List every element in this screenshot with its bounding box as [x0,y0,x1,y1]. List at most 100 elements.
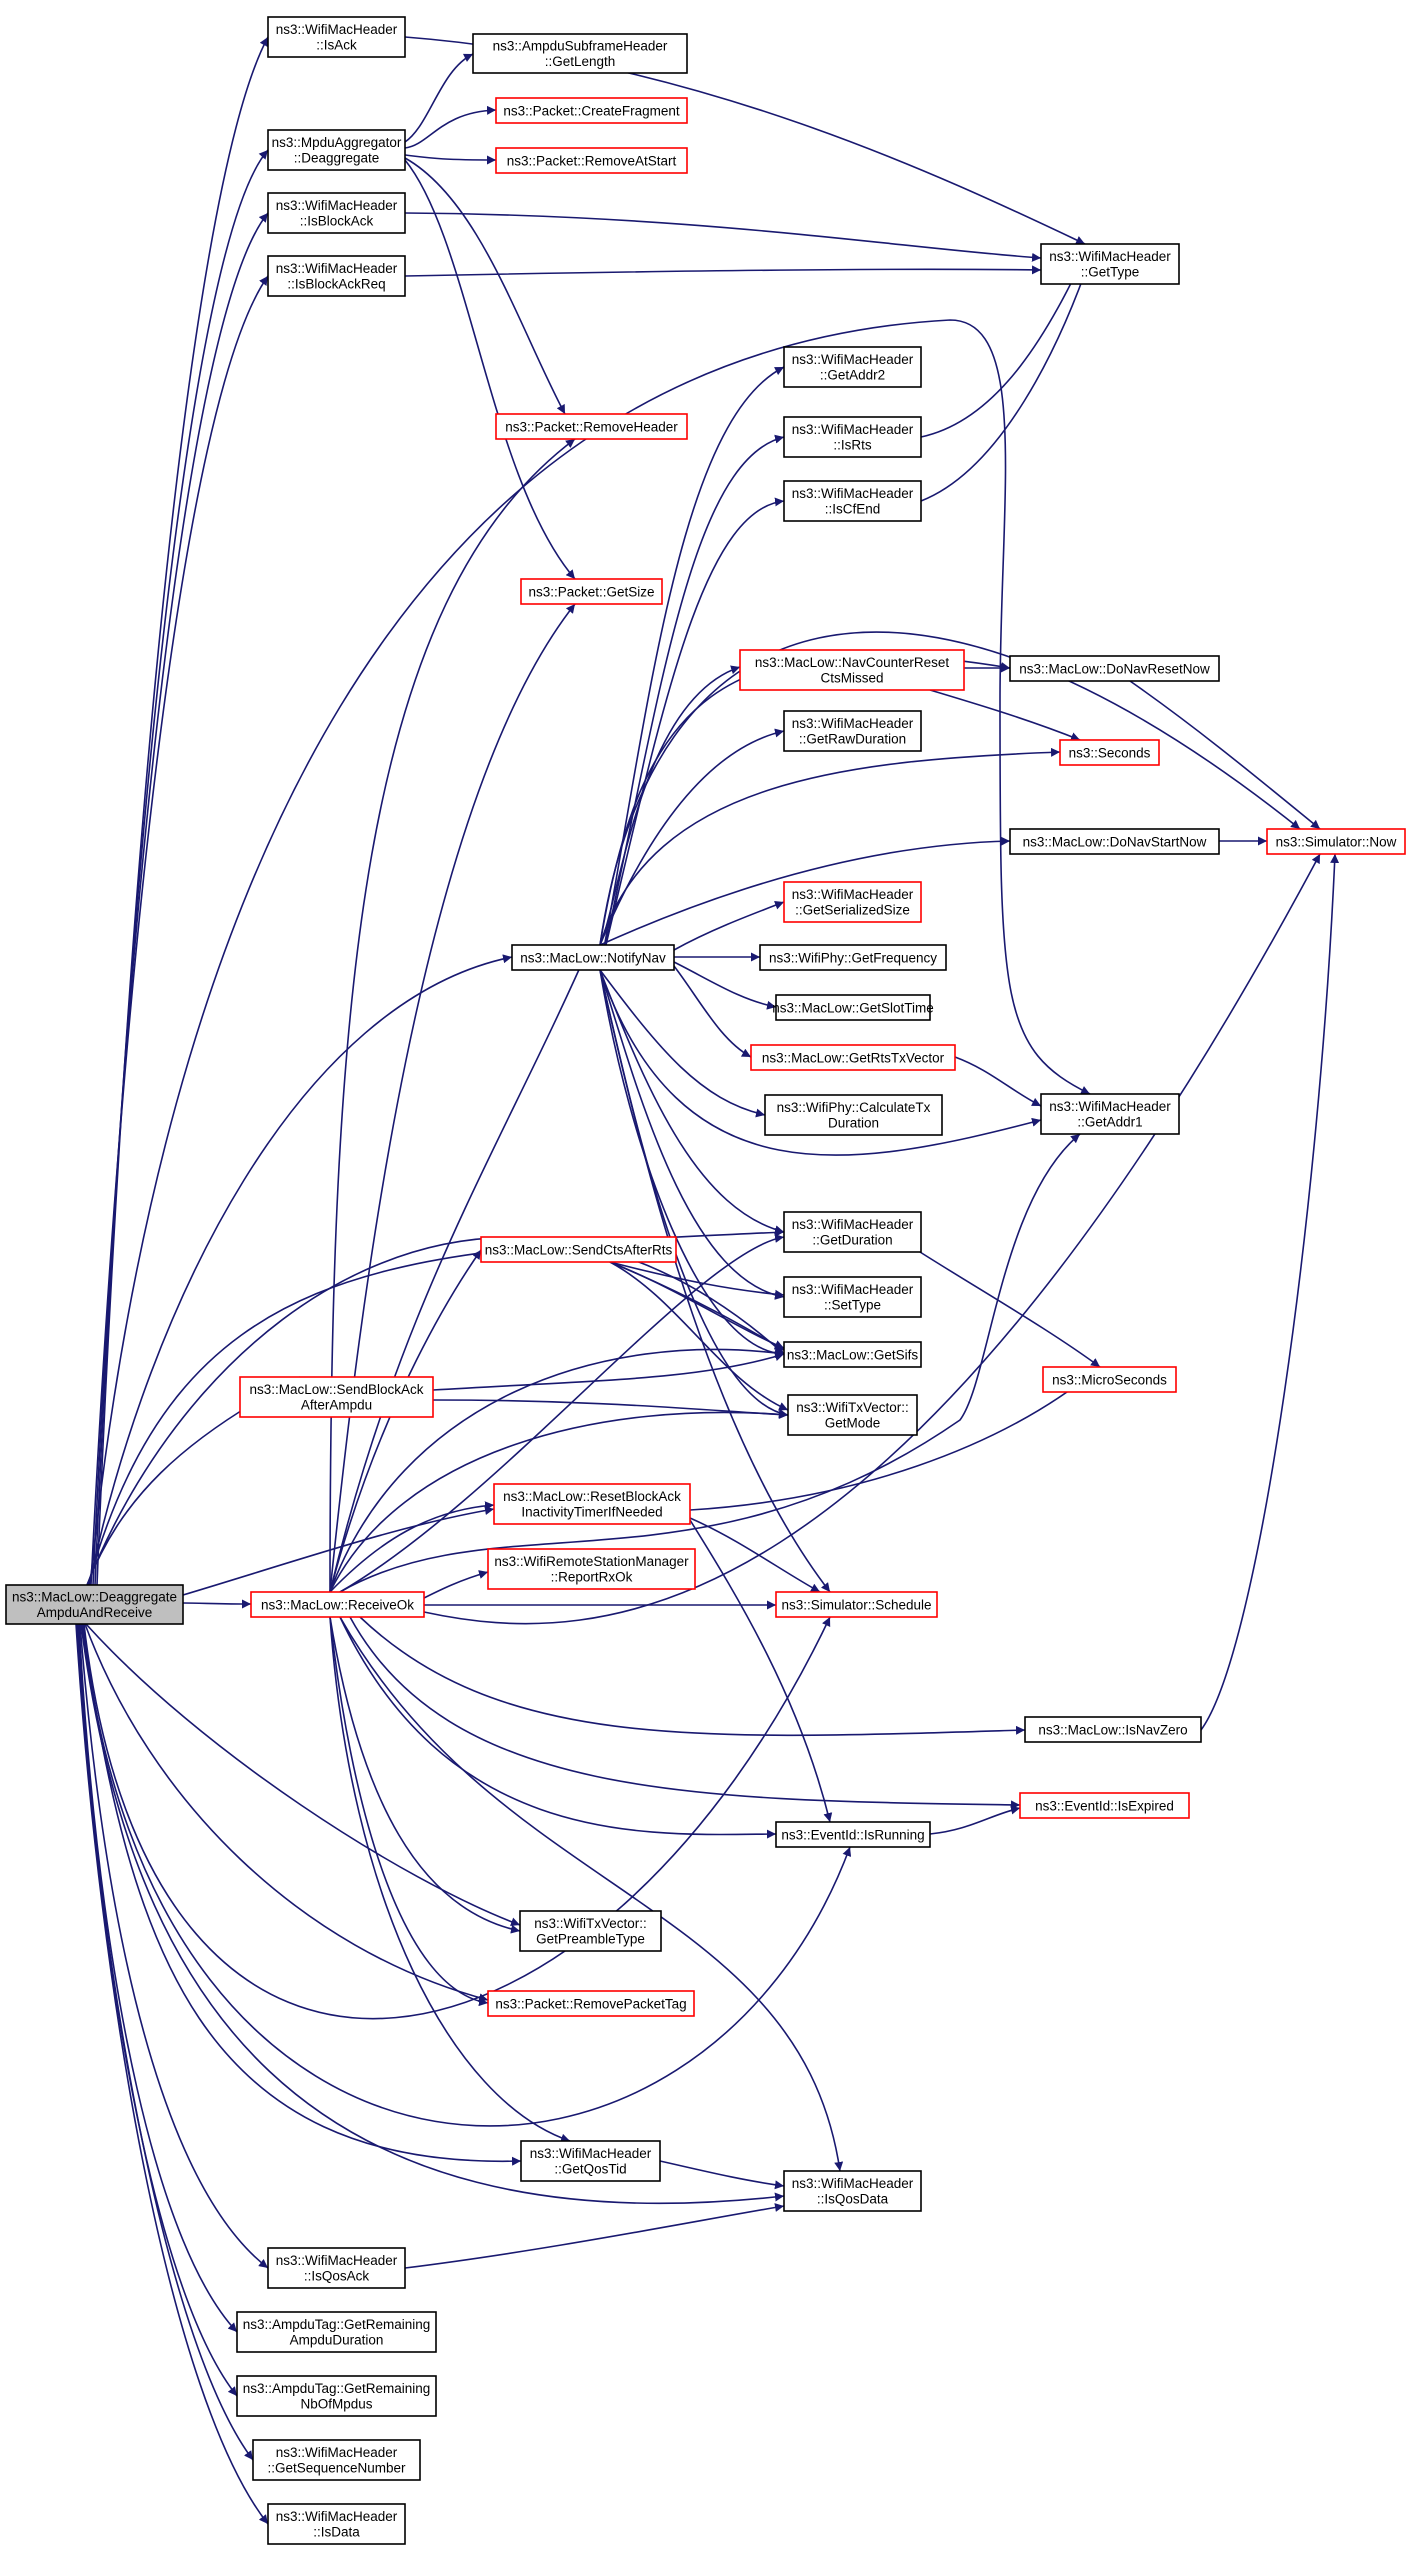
node-box [775,994,931,1021]
node-label: ns3::MacLow::GetSlotTime [772,1000,934,1015]
node-isBlockAckReq[interactable]: ns3::WifiMacHeader::IsBlockAckReq [267,255,406,297]
node-notifyNav[interactable]: ns3::MacLow::NotifyNav [511,944,675,971]
node-label: ns3::MacLow::NavCounterReset [755,655,950,670]
node-microSeconds[interactable]: ns3::MicroSeconds [1042,1366,1177,1393]
node-box [1009,655,1220,682]
node-simNow[interactable]: ns3::Simulator::Now [1266,828,1406,855]
node-getQosTid[interactable]: ns3::WifiMacHeader::GetQosTid [520,2140,661,2182]
node-doNavStartNow[interactable]: ns3::MacLow::DoNavStartNow [1009,828,1220,855]
node-isBlockAck[interactable]: ns3::WifiMacHeader::IsBlockAck [267,192,406,234]
node-label: ns3::Seconds [1069,745,1151,760]
node-ampduGetLength[interactable]: ns3::AmpduSubframeHeader::GetLength [472,33,688,74]
node-getSifs[interactable]: ns3::MacLow::GetSifs [783,1341,922,1368]
call-edge-getAddr1 [599,969,1042,1156]
call-edge-getAddr1 [89,319,1091,1586]
node-label: ns3::MacLow::SendBlockAck [249,1382,423,1397]
node-getRawDuration[interactable]: ns3::WifiMacHeader::GetRawDuration [783,710,922,752]
node-isAck[interactable]: ns3::WifiMacHeader::IsAck [267,16,406,58]
node-isRts[interactable]: ns3::WifiMacHeader::IsRts [783,416,922,458]
node-mpduDeagg[interactable]: ns3::MpduAggregator::Deaggregate [267,129,406,171]
node-isCfEnd[interactable]: ns3::WifiMacHeader::IsCfEnd [783,480,922,522]
node-sendCtsAfterRts[interactable]: ns3::MacLow::SendCtsAfterRts [480,1236,677,1263]
node-label: ns3::Packet::CreateFragment [503,103,680,118]
node-box [783,346,922,388]
node-getSlotTime[interactable]: ns3::MacLow::GetSlotTime [772,994,934,1021]
call-edge-getQosTid [81,1623,522,2166]
node-createFragment[interactable]: ns3::Packet::CreateFragment [495,97,688,124]
node-label: ns3::MacLow::DoNavResetNow [1019,661,1210,676]
node-label: AmpduDuration [290,2333,384,2348]
node-setType[interactable]: ns3::WifiMacHeader::SetType [783,1276,922,1318]
call-edge-getAddr2 [599,366,785,971]
node-isNavZero[interactable]: ns3::MacLow::IsNavZero [1024,1716,1202,1743]
call-edge-createFragment [404,105,497,149]
node-getRtsTxVector[interactable]: ns3::MacLow::GetRtsTxVector [750,1044,956,1071]
call-edge-resetBlockAck [329,1501,495,1593]
node-box [520,578,663,605]
node-doNavResetNow[interactable]: ns3::MacLow::DoNavResetNow [1009,655,1220,682]
node-getAddr1[interactable]: ns3::WifiMacHeader::GetAddr1 [1040,1093,1180,1135]
node-label: ns3::Packet::RemoveHeader [505,419,678,434]
node-isExpired[interactable]: ns3::EventId::IsExpired [1019,1792,1190,1819]
node-resetBlockAck[interactable]: ns3::MacLow::ResetBlockAckInactivityTime… [493,1483,691,1525]
node-label: ns3::Packet::RemovePacketTag [495,1996,686,2011]
node-label: ns3::WifiMacHeader [792,887,914,902]
node-isQosAck[interactable]: ns3::WifiMacHeader::IsQosAck [267,2247,406,2289]
node-receiveOk[interactable]: ns3::MacLow::ReceiveOk [250,1591,425,1618]
node-label: ns3::AmpduTag::GetRemaining [243,2381,431,2396]
node-label: ns3::WifiMacHeader [792,352,914,367]
node-label: ns3::WifiMacHeader [792,2176,914,2191]
node-isQosData[interactable]: ns3::WifiMacHeader::IsQosData [783,2170,922,2212]
node-label: ::IsBlockAck [300,214,374,229]
node-getType[interactable]: ns3::WifiMacHeader::GetType [1040,243,1180,285]
node-getDuration[interactable]: ns3::WifiMacHeader::GetDuration [783,1211,922,1253]
call-edge-getRawDuration [599,728,785,946]
node-getAddr2[interactable]: ns3::WifiMacHeader::GetAddr2 [783,346,922,388]
node-label: GetMode [825,1416,881,1431]
node-schedule[interactable]: ns3::Simulator::Schedule [775,1591,938,1618]
node-box [495,97,688,124]
node-label: ::GetAddr1 [1077,1115,1142,1130]
call-edge-getAddr1 [954,1056,1042,1107]
node-getPreambleType[interactable]: ns3::WifiTxVector::GetPreambleType [519,1910,662,1952]
call-edge-getSifs [599,969,785,1359]
node-seconds[interactable]: ns3::Seconds [1059,739,1160,766]
node-box [267,129,406,171]
node-label: ns3::WifiMacHeader [792,1282,914,1297]
node-box [783,710,922,752]
node-label: ns3::WifiPhy::GetFrequency [769,950,937,965]
node-label: ns3::WifiTxVector:: [796,1400,909,1415]
node-removeAtStart[interactable]: ns3::Packet::RemoveAtStart [495,147,688,174]
node-isData[interactable]: ns3::WifiMacHeader::IsData [267,2503,406,2545]
call-edge-resetBlockAck [182,1506,495,1596]
node-removeHeader[interactable]: ns3::Packet::RemoveHeader [495,413,688,440]
node-getSerializedSize[interactable]: ns3::WifiMacHeader::GetSerializedSize [783,881,922,923]
node-getFrequency[interactable]: ns3::WifiPhy::GetFrequency [759,944,947,971]
node-label: GetPreambleType [536,1932,645,1947]
node-label: ::GetQosTid [554,2162,626,2177]
node-getSeqNum[interactable]: ns3::WifiMacHeader::GetSequenceNumber [252,2439,421,2481]
node-label: ::IsCfEnd [825,502,881,517]
node-isRunning[interactable]: ns3::EventId::IsRunning [775,1821,931,1848]
call-edge-isQosAck [79,1623,269,2269]
node-label: ns3::WifiMacHeader [276,198,398,213]
node-getMode[interactable]: ns3::WifiTxVector::GetMode [787,1394,918,1436]
call-edge-getPreambleType [329,1616,521,1934]
node-getSize[interactable]: ns3::Packet::GetSize [520,578,663,605]
call-edge-isRunning [82,1623,852,2127]
node-label: ::Deaggregate [294,151,380,166]
node-box [1019,1792,1190,1819]
node-removePacketTag[interactable]: ns3::Packet::RemovePacketTag [487,1990,695,2017]
node-box [480,1236,677,1263]
call-edge-microSeconds [689,1366,1101,1511]
node-reportRxOk[interactable]: ns3::WifiRemoteStationManager::ReportRxO… [487,1548,696,1590]
node-box [267,2503,406,2545]
call-edge-ampduGetLength [404,53,474,143]
node-box [1059,739,1160,766]
